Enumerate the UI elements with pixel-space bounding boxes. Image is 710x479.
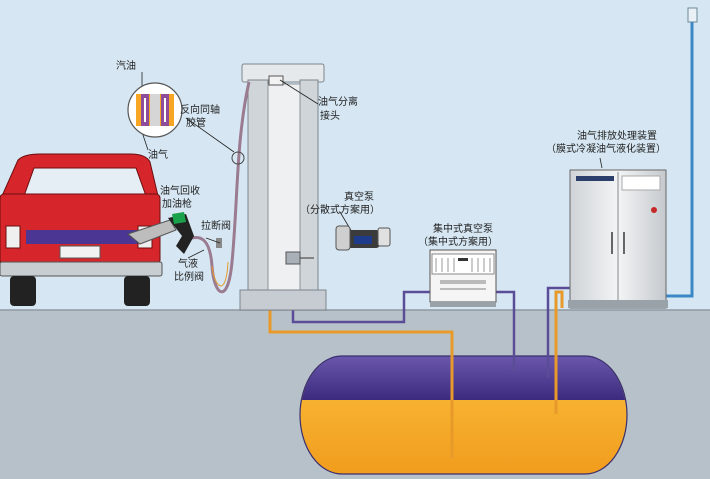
fuel-dispenser xyxy=(239,63,327,311)
label-gasoline: 汽油 xyxy=(116,61,136,72)
coaxial-hose xyxy=(191,81,251,294)
dispersed-vacuum-pump xyxy=(335,225,391,251)
label-central-pump-1: 集中式真空泵 xyxy=(433,224,493,235)
label-treatment-unit-2: （膜式冷凝油气液化装置） xyxy=(546,144,666,155)
leader-lines xyxy=(141,72,603,259)
label-central-pump-2: （集中式方案用） xyxy=(418,237,498,248)
storage-tank xyxy=(299,355,628,475)
fuel-nozzle xyxy=(126,212,194,254)
car xyxy=(0,153,163,306)
label-ratio-valve-2: 比例阀 xyxy=(174,272,204,283)
label-recovery-nozzle-2: 加油枪 xyxy=(162,199,192,210)
hose-cross-section xyxy=(127,82,183,138)
tank-vapor-space xyxy=(302,356,625,400)
label-treatment-unit-1: 油气排放处理装置 xyxy=(577,131,657,142)
vent-pipe xyxy=(662,7,698,298)
label-vacuum-pump-2: （分散式方案用） xyxy=(300,205,380,216)
vapor-treatment-unit xyxy=(568,169,668,309)
label-vapor: 油气 xyxy=(148,150,168,161)
label-recovery-nozzle-1: 油气回收 xyxy=(160,186,200,197)
label-coaxial-hose-2: 胶管 xyxy=(186,118,206,129)
vapor-separator xyxy=(268,75,284,86)
label-ratio-valve-1: 气液 xyxy=(178,259,198,270)
label-vapor-separator-2: 接头 xyxy=(320,111,340,122)
label-breakaway-valve: 拉断阀 xyxy=(201,221,231,232)
label-coaxial-hose-1: 反向同轴 xyxy=(180,105,220,116)
central-vacuum-pump xyxy=(429,249,497,307)
label-vapor-separator-1: 油气分离 xyxy=(318,97,358,108)
ratio-valve xyxy=(285,251,301,265)
label-vacuum-pump-1: 真空泵 xyxy=(344,192,374,203)
